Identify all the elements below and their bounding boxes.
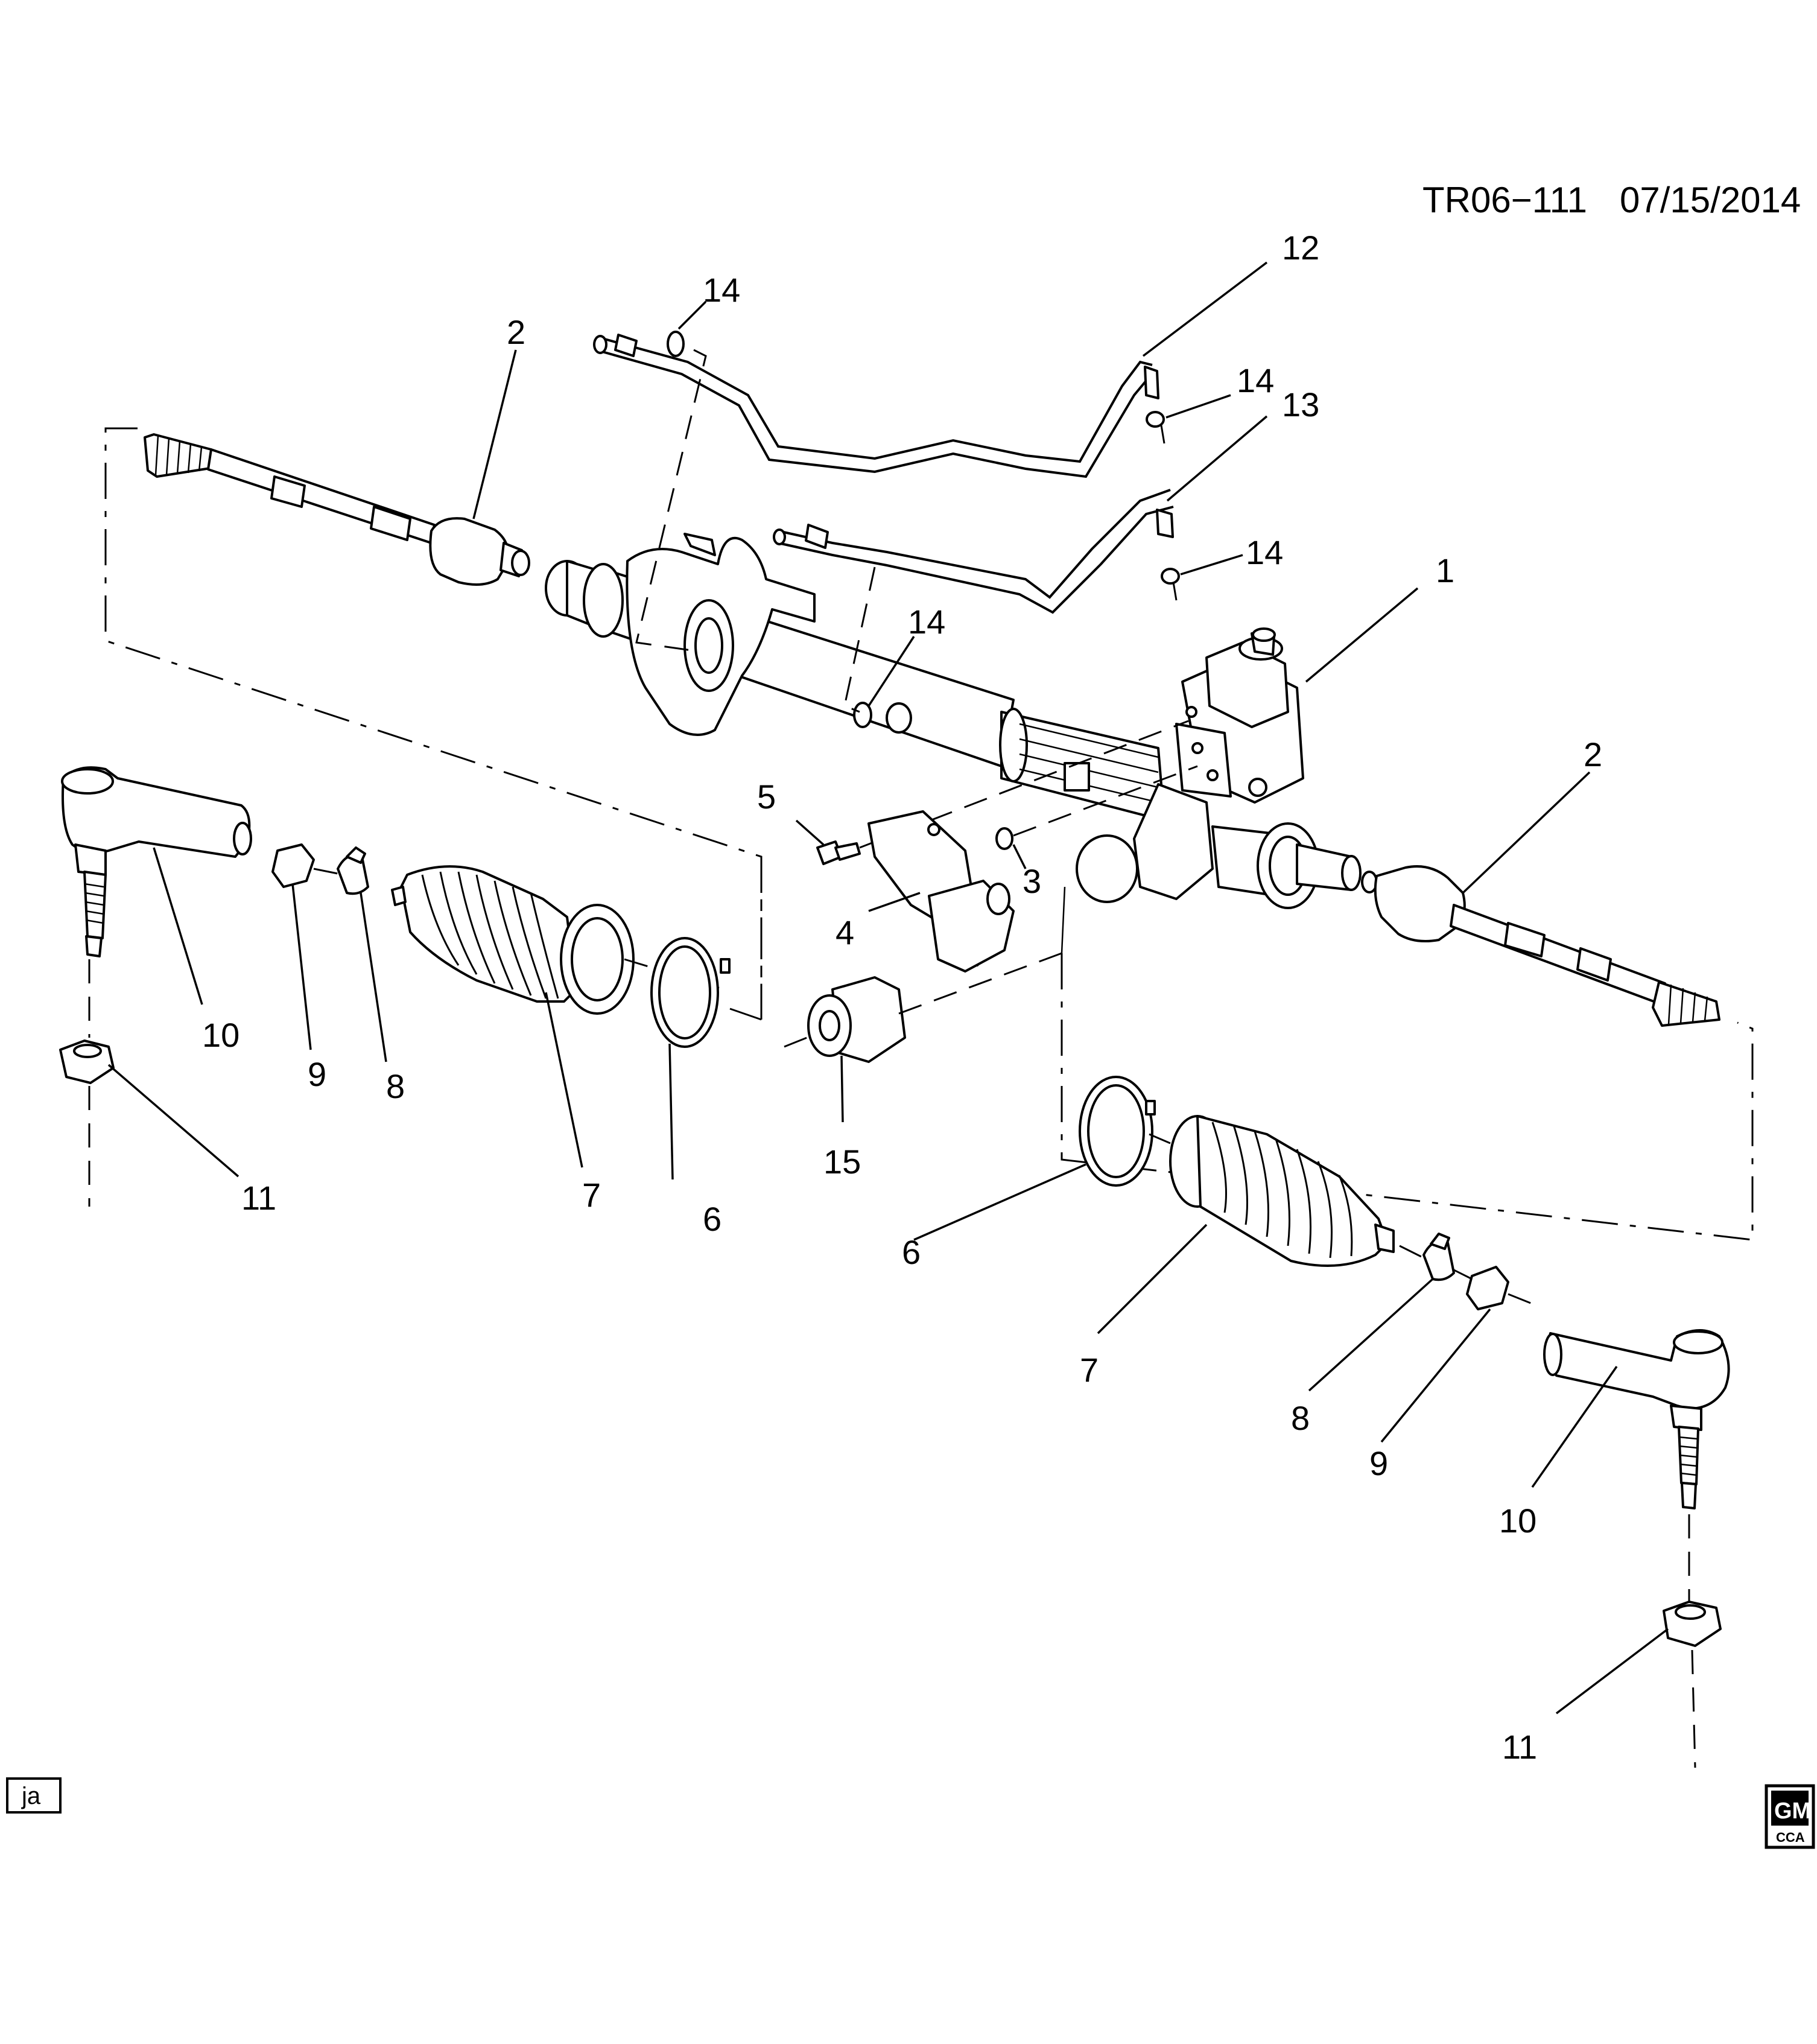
callout-labels: 1 2 2 3 4 5 6 6 7 7 8 8 9 9 10 10 11 11 … [202,229,1602,1766]
clamp-8-left [313,846,369,895]
clamp-8-right [1399,1233,1455,1281]
seal-ring-14-group [667,331,1180,734]
inner-tie-rod-right [1361,865,1720,1027]
pipe-assembly-13 [773,489,1174,614]
callout-11-right: 11 [1502,1728,1537,1766]
left-assembly-bracket-lines [104,427,763,1021]
callout-15: 15 [823,1143,861,1181]
nut-11-left [59,959,115,1207]
nut-9-right [1453,1266,1539,1310]
callout-8-left: 8 [386,1067,405,1105]
callout-2-left: 2 [507,313,525,351]
callout-13: 13 [1282,386,1319,424]
bracket-4 [867,810,1015,973]
nut-9-left [271,843,315,888]
bushing-15 [784,834,1138,1063]
callout-7-right: 7 [1080,1351,1099,1389]
callout-5: 5 [757,778,776,816]
right-assembly-bracket-lines [1061,953,1754,1241]
drawing-date: 07/15/2014 [1620,180,1801,220]
callout-8-right: 8 [1291,1399,1310,1437]
corner-tag-text: ja [21,1783,41,1809]
pipe-assembly-12 [593,334,1159,478]
callout-14-d: 14 [908,603,945,641]
callout-14-b: 14 [1237,361,1274,399]
callout-7-left: 7 [582,1176,601,1214]
callout-6-left: 6 [703,1200,721,1238]
callout-9-left: 9 [308,1055,326,1093]
callout-11-left: 11 [241,1179,276,1217]
callout-12: 12 [1282,229,1319,267]
gm-logo: GM CCA [1765,1784,1815,1849]
callout-10-right: 10 [1499,1502,1536,1540]
callout-3: 3 [1023,862,1041,900]
callout-14-a: 14 [703,271,740,309]
callout-4: 4 [836,913,854,951]
callout-1: 1 [1436,551,1454,589]
nut-11-right [1663,1514,1722,1768]
pipe-dash-lines [635,349,1178,713]
clamp-6-left [650,937,731,1048]
drawing-id: TR06−111 [1422,180,1587,220]
callout-9-right: 9 [1369,1444,1388,1482]
outer-tie-rod-10-right [1543,1329,1730,1509]
gm-logo-mark: GM [1774,1798,1811,1824]
corner-tag: ja [6,1777,62,1814]
callout-10-left: 10 [202,1016,239,1054]
gm-logo-sub: CCA [1776,1830,1805,1845]
clamp-6-right [1079,1076,1156,1187]
callout-14-c: 14 [1246,533,1283,571]
outer-tie-rod-10-left [61,766,252,957]
seal-ring-3 [995,765,1198,850]
boot-7-left [391,865,725,1015]
callout-2-right: 2 [1584,735,1602,773]
inner-tie-rod-left [144,433,530,586]
leader-lines [107,261,1669,1715]
callout-6-right: 6 [902,1233,921,1271]
boot-7-right [1149,1115,1395,1267]
